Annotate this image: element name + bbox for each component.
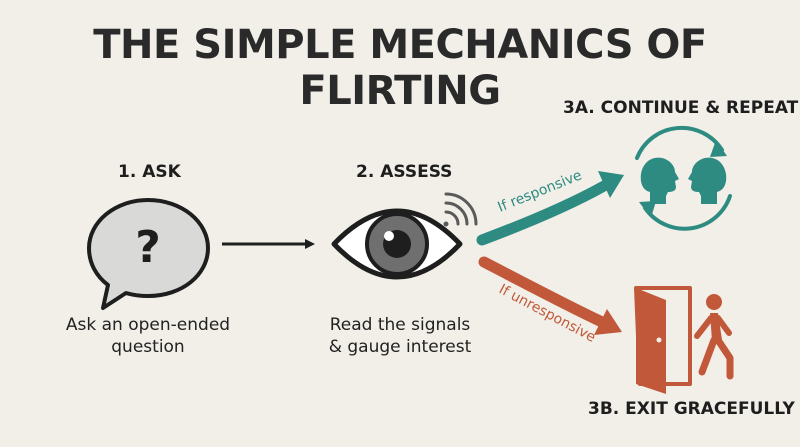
step-ask-desc-line2: question — [111, 337, 185, 357]
diagram-title: THE SIMPLE MECHANICS OF FLIRTING — [93, 22, 707, 114]
speech-bubble-question-icon: ? — [87, 198, 210, 310]
step-assess-desc-line2: & gauge interest — [328, 337, 472, 357]
unresponsive-arrow — [478, 256, 622, 335]
step-continue-label: 3A. CONTINUE & REPEAT — [563, 98, 799, 118]
step-assess-desc-line1: Read the signals — [329, 315, 471, 335]
step-assess-label: 2. ASSESS — [356, 162, 453, 182]
exit-door-walking-person-icon — [634, 286, 734, 394]
step-assess-description: Read the signals & gauge interest — [310, 314, 490, 358]
step-ask-label: 1. ASK — [118, 162, 181, 182]
step-ask-desc-line1: Ask an open-ended — [65, 315, 231, 335]
step-ask-description: Ask an open-ended question — [58, 314, 238, 358]
two-heads-cycle-icon — [635, 125, 732, 231]
question-mark-glyph: ? — [135, 222, 161, 273]
step-exit-label: 3B. EXIT GRACEFULLY — [588, 399, 795, 419]
eye-icon — [331, 208, 463, 280]
signal-waves-icon — [443, 192, 478, 227]
responsive-arrow — [476, 171, 624, 246]
